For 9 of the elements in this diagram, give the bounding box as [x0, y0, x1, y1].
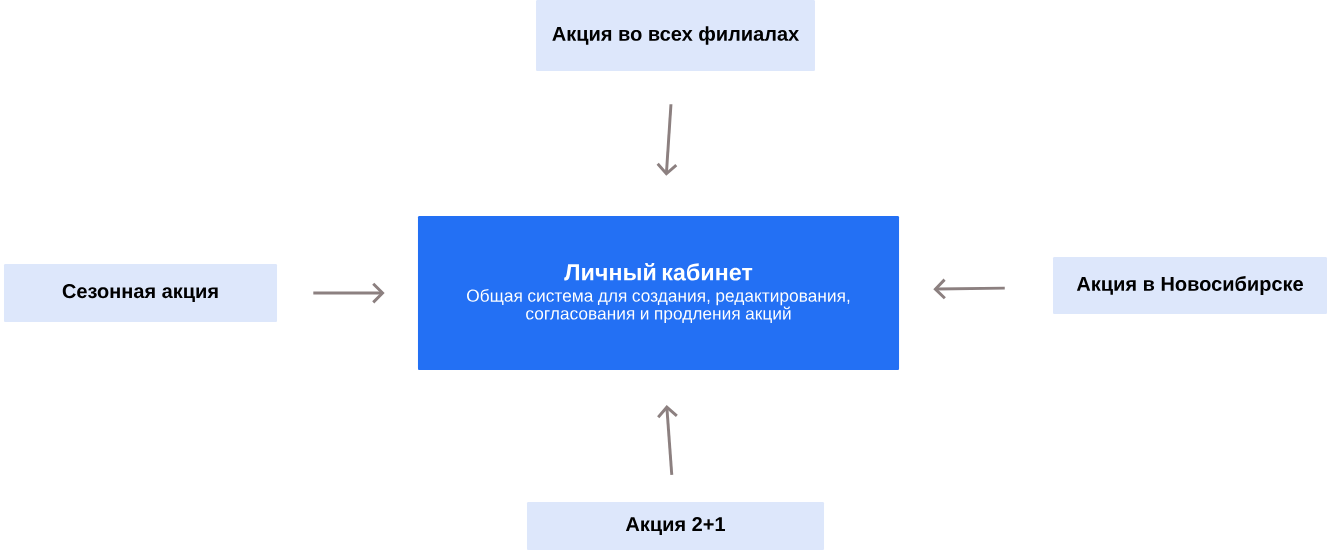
- promotion-box: Акция во всех филиалах: [536, 0, 815, 71]
- arrow: [933, 278, 1005, 300]
- promotion-box: Акция 2+1: [526, 502, 825, 550]
- arrow: [656, 104, 678, 176]
- arrow: [313, 282, 385, 304]
- arrow: [657, 405, 678, 475]
- promotion-box: Акция в Новосибирске: [1053, 256, 1327, 315]
- promotion-box: Сезонная акция: [3, 264, 278, 322]
- platform-box: Личный кабинет Общая система для создания, редактирования, согласования и продления акций: [417, 216, 900, 370]
